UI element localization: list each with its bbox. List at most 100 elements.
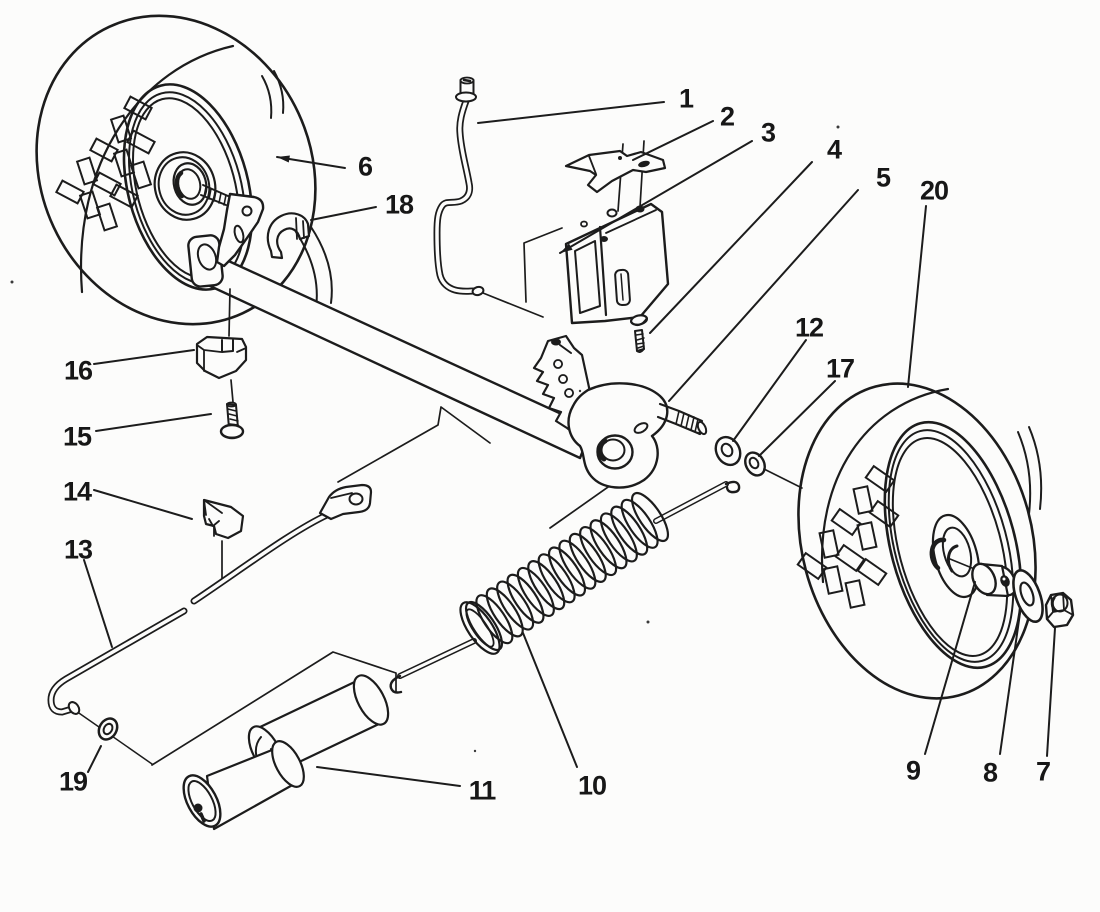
leader-line [310, 206, 377, 221]
rod-clevis [318, 483, 373, 521]
callout-16: 16 [64, 349, 195, 386]
callout-8: 8 [983, 612, 1021, 788]
tread-block [830, 507, 862, 537]
leader-line [924, 581, 976, 755]
leader-line [559, 140, 753, 254]
callout-20: 20 [907, 176, 949, 388]
callout-17: 17 [758, 354, 855, 457]
callout-9: 9 [906, 581, 976, 786]
callout-4: 4 [649, 135, 843, 334]
leader-line [732, 339, 807, 442]
callout-label-11: 11 [469, 776, 497, 806]
axle-hub-plate [567, 382, 669, 489]
axle-washer [1012, 568, 1044, 624]
right-wheel [796, 382, 1043, 700]
deck-outline [75, 227, 653, 766]
tread-block [92, 171, 122, 197]
keyhole-slot [193, 803, 203, 813]
spring-coil [496, 580, 535, 631]
leader-line [758, 380, 836, 457]
leader-line [522, 632, 578, 768]
spring-coil [537, 553, 576, 604]
leader-line [83, 559, 113, 648]
spring-coil [485, 587, 524, 638]
callout-label-1: 1 [679, 84, 694, 114]
left-tread-pattern [55, 95, 156, 232]
leader-line [999, 612, 1021, 755]
tread-inner-edge [79, 44, 235, 294]
callout-3: 3 [559, 118, 777, 254]
callout-7: 7 [1036, 627, 1056, 787]
tread-block [844, 579, 866, 609]
axle-clip [266, 212, 311, 260]
tread-block [796, 551, 828, 581]
callout-10: 10 [522, 632, 607, 801]
callout-label-3: 3 [761, 118, 776, 148]
tread-block [822, 565, 844, 595]
callout-1: 1 [477, 84, 695, 124]
right-tread-pattern [796, 464, 900, 609]
wheel-bushing [971, 562, 1017, 598]
callout-label-2: 2 [720, 102, 734, 132]
left-wheel [35, 14, 333, 326]
roller-front [182, 740, 305, 831]
callout-label-5: 5 [876, 163, 891, 193]
callout-label-15: 15 [63, 422, 92, 452]
leader-line [632, 120, 714, 161]
callout-13: 13 [64, 535, 113, 648]
callout-label-18: 18 [385, 190, 414, 220]
leader-line [477, 101, 665, 124]
tread-block [55, 179, 85, 205]
cable [433, 76, 485, 297]
spring-coil [558, 539, 597, 590]
tension-spring [389, 480, 741, 694]
leader-line [95, 413, 212, 432]
spring-coil [516, 566, 555, 617]
leader-line [668, 189, 859, 402]
leader-line [87, 745, 102, 773]
spring-coil [579, 526, 618, 577]
spring-coil [620, 498, 659, 549]
callout-12: 12 [732, 313, 824, 442]
tread-block [89, 137, 119, 163]
callout-label-20: 20 [920, 176, 948, 206]
callout-label-12: 12 [795, 313, 823, 343]
leader-line [1046, 627, 1056, 757]
hub-stub-axle [200, 184, 229, 206]
tread-block [95, 202, 119, 232]
callout-2: 2 [632, 102, 735, 161]
leader-line [907, 205, 927, 388]
spring-coil [506, 573, 545, 624]
axle-tube [208, 256, 594, 460]
callout-label-10: 10 [578, 771, 606, 801]
tread-block [818, 529, 840, 559]
leader-line [316, 766, 461, 787]
callout-label-4: 4 [827, 135, 842, 165]
tread-block [856, 521, 878, 551]
roller-set [182, 674, 390, 831]
callout-label-16: 16 [64, 356, 93, 386]
tread-block [78, 190, 102, 220]
tread-block [852, 485, 874, 515]
rod-clip [202, 498, 245, 540]
channel-bracket [564, 202, 670, 325]
cable-clip [195, 335, 248, 380]
callout-label-6: 6 [358, 152, 373, 182]
tread-block [856, 557, 888, 587]
callout-label-14: 14 [63, 477, 92, 507]
spring-coil [568, 532, 607, 583]
wheel-arm-bracket [187, 192, 265, 288]
leader-arrowhead [277, 155, 290, 163]
tread-block [112, 148, 136, 178]
spring-coil [599, 512, 638, 563]
callout-5: 5 [668, 163, 892, 402]
tread-block [75, 156, 99, 186]
tread-block [834, 543, 866, 573]
callout-11: 11 [316, 766, 497, 806]
nut [1044, 591, 1075, 629]
flat-washer-small [744, 451, 766, 477]
callout-14: 14 [63, 477, 193, 520]
sidewall-arcs [1017, 426, 1043, 515]
